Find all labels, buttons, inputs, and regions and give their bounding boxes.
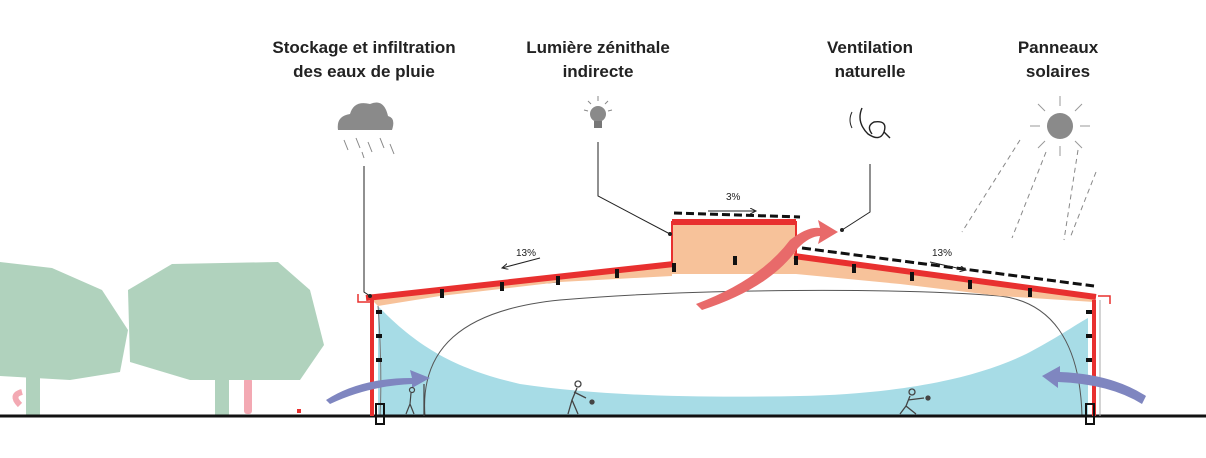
cloud-rain-icon [337,102,395,159]
ground-marker [297,409,301,413]
label-zenithal-light: Lumière zénithale indirecte [526,38,670,81]
airflow-out-skylight [696,220,838,310]
sun-icon [961,96,1097,241]
slope-label-skylight: 3% [726,192,741,203]
tree-right [128,262,324,417]
person-door [405,384,425,416]
interior-air-volume [378,306,1088,416]
slope-label-left: 13% [516,248,536,259]
label-solar-panels: Panneaux solaires [1017,38,1099,81]
roof-purlins [376,256,1092,362]
label-rain-water: Stockage et infiltration des eaux de plu… [272,38,456,81]
person-left [567,380,595,415]
right-roof-red [793,253,1097,300]
slope-label-right: 13% [932,248,952,259]
right-roof-solar-panels [801,246,1095,288]
airflow-in-right [1042,366,1146,404]
airflow-in-left [326,370,430,404]
person-right [899,388,931,415]
tree-left [0,262,128,417]
left-roof-red [365,261,675,301]
wind-swirl-icon [849,107,891,139]
lightbulb-icon [583,96,613,128]
skylight-solar-panel [673,211,801,219]
label-natural-ventilation: Ventilation naturelle [827,38,913,81]
